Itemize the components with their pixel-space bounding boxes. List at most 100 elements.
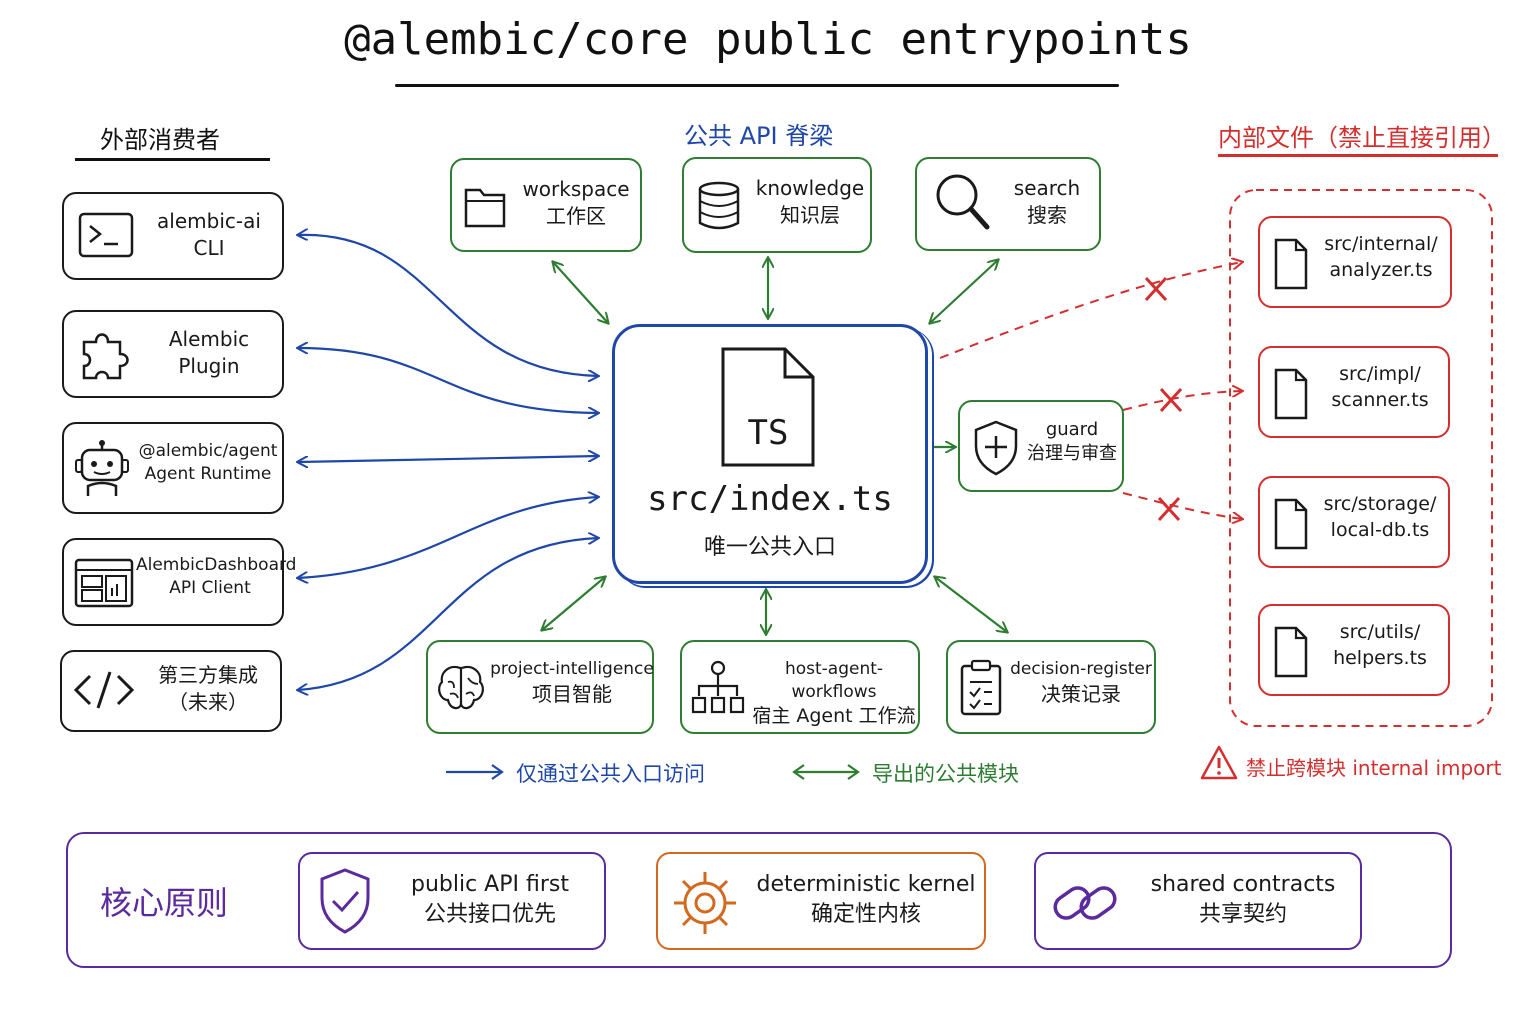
module-project-intelligence-en: project-intelligence — [490, 659, 654, 679]
consumer-third-party: 第三方集成 （未来） — [60, 650, 282, 732]
module-knowledge-en: knowledge — [755, 176, 865, 200]
section-consumers: 外部消费者 — [100, 126, 220, 154]
principle-shared-contracts-en: shared contracts — [1150, 872, 1336, 897]
module-host-agent-workflows: host-agent-workflows 宿主 Agent 工作流 — [680, 640, 920, 734]
puzzle-icon — [82, 333, 129, 380]
consumer-third-party-line1: 第三方集成 — [158, 663, 258, 687]
arrow-decision-register — [935, 577, 1007, 632]
shield-check-icon — [320, 868, 370, 934]
database-icon — [698, 181, 740, 230]
internal-file-local-db-line2: local-db.ts — [1330, 518, 1430, 541]
module-project-intelligence: project-intelligence 项目智能 — [426, 640, 654, 734]
principle-public-api-zh: 公共接口优先 — [423, 901, 556, 927]
consumer-dashboard: AlembicDashboard API Client — [62, 538, 297, 626]
folder-icon — [464, 188, 506, 228]
principles-panel: 核心原则 public API first 公共接口优先 — [66, 832, 1452, 968]
internal-underline — [1218, 154, 1498, 157]
consumer-plugin: Alembic Plugin — [62, 310, 284, 398]
section-public-api: 公共 API 脊梁 — [684, 122, 834, 150]
diagram-title: @alembic/core public entrypoints — [344, 14, 1192, 65]
file-icon — [1274, 626, 1308, 678]
internal-file-analyzer: src/internal/ analyzer.ts — [1258, 216, 1452, 308]
code-icon — [73, 671, 135, 709]
module-search-en: search — [1013, 176, 1081, 200]
ts-file-icon — [721, 347, 815, 467]
clipboard-icon — [960, 659, 1002, 716]
brain-icon — [438, 665, 484, 710]
consumer-dashboard-line2: API Client — [169, 577, 251, 598]
consumer-third-party-line2: （未来） — [168, 690, 248, 714]
internal-file-helpers: src/utils/ helpers.ts — [1258, 604, 1450, 696]
consumer-cli: alembic-ai CLI — [62, 192, 284, 280]
internal-file-scanner-line2: scanner.ts — [1331, 388, 1429, 411]
file-icon — [1274, 498, 1308, 550]
internal-file-analyzer-line2: analyzer.ts — [1329, 258, 1433, 281]
file-icon — [1274, 238, 1308, 290]
legend-green-arrow — [792, 764, 860, 780]
file-icon — [1274, 368, 1308, 420]
module-host-agent-workflows-zh: 宿主 Agent 工作流 — [752, 704, 916, 727]
module-host-agent-workflows-en: host-agent-workflows — [784, 659, 884, 702]
module-knowledge: knowledge 知识层 — [682, 157, 872, 253]
principle-deterministic-kernel-en: deterministic kernel — [756, 872, 976, 897]
consumer-agent-line1: @alembic/agent — [138, 441, 278, 461]
section-internal: 内部文件（禁止直接引用） — [1218, 124, 1506, 152]
principles-heading: 核心原则 — [100, 884, 229, 922]
shield-plus-icon — [974, 420, 1018, 476]
principle-shared-contracts-zh: 共享契约 — [1198, 901, 1287, 927]
forbidden-analyzer — [939, 262, 1242, 359]
arrow-cli — [298, 235, 598, 376]
consumer-plugin-line2: Plugin — [178, 354, 240, 378]
module-guard-en: guard — [1045, 419, 1099, 440]
internal-file-helpers-line2: helpers.ts — [1333, 646, 1427, 669]
module-guard-zh: 治理与审查 — [1027, 443, 1117, 465]
internal-file-local-db-line1: src/storage/ — [1323, 493, 1437, 515]
principle-deterministic-kernel: deterministic kernel 确定性内核 — [656, 852, 986, 950]
consumer-plugin-line1: Alembic — [168, 327, 250, 351]
module-knowledge-zh: 知识层 — [780, 203, 840, 227]
link-icon — [1053, 886, 1117, 920]
entry-file-name: src/index.ts — [647, 479, 893, 519]
consumer-cli-line1: alembic-ai — [157, 209, 261, 233]
forbidden-x-marks — [1144, 276, 1183, 522]
search-icon — [936, 174, 990, 230]
entry-index: TS src/index.ts 唯一公共入口 — [612, 324, 928, 584]
title-underline — [395, 84, 1119, 87]
consumer-dashboard-line1: AlembicDashboard — [136, 555, 297, 575]
consumer-agent-line2: Agent Runtime — [144, 463, 272, 484]
warning-icon — [1200, 745, 1238, 780]
module-search-zh: 搜索 — [1027, 203, 1067, 227]
principle-public-api: public API first 公共接口优先 — [298, 852, 606, 950]
arrow-workspace — [553, 262, 608, 323]
module-search: search 搜索 — [915, 157, 1101, 251]
arrow-agent — [298, 456, 598, 462]
module-decision-register-zh: 决策记录 — [1041, 681, 1121, 706]
arrow-plugin — [298, 348, 598, 413]
dashboard-icon — [74, 558, 134, 608]
module-decision-register-en: decision-register — [1010, 659, 1152, 679]
principle-shared-contracts: shared contracts 共享契约 — [1034, 852, 1362, 950]
legend-blue-arrow — [446, 764, 504, 780]
internal-container — [1229, 189, 1493, 727]
internal-file-analyzer-line1: src/internal/ — [1324, 233, 1438, 255]
arrow-project-intelligence — [542, 577, 605, 630]
arrow-search — [930, 260, 998, 323]
hierarchy-icon — [691, 660, 745, 714]
arrow-dashboard — [298, 497, 598, 578]
module-decision-register: decision-register 决策记录 — [946, 640, 1156, 734]
terminal-icon — [78, 212, 134, 258]
arrow-third-party — [298, 538, 598, 690]
internal-file-scanner-line1: src/impl/ — [1339, 363, 1421, 385]
entry-description: 唯一公共入口 — [703, 535, 836, 560]
gear-icon — [674, 872, 736, 934]
module-workspace: workspace 工作区 — [450, 158, 642, 252]
consumer-cli-line2: CLI — [193, 236, 225, 260]
forbidden-local-db — [1122, 492, 1242, 519]
module-guard: guard 治理与审查 — [958, 400, 1124, 492]
principle-public-api-en: public API first — [411, 872, 569, 897]
module-project-intelligence-zh: 项目智能 — [532, 681, 612, 706]
module-workspace-en: workspace — [522, 177, 630, 201]
internal-file-local-db: src/storage/ local-db.ts — [1258, 476, 1450, 568]
warning-label: 禁止跨模块 internal import — [1246, 756, 1502, 780]
